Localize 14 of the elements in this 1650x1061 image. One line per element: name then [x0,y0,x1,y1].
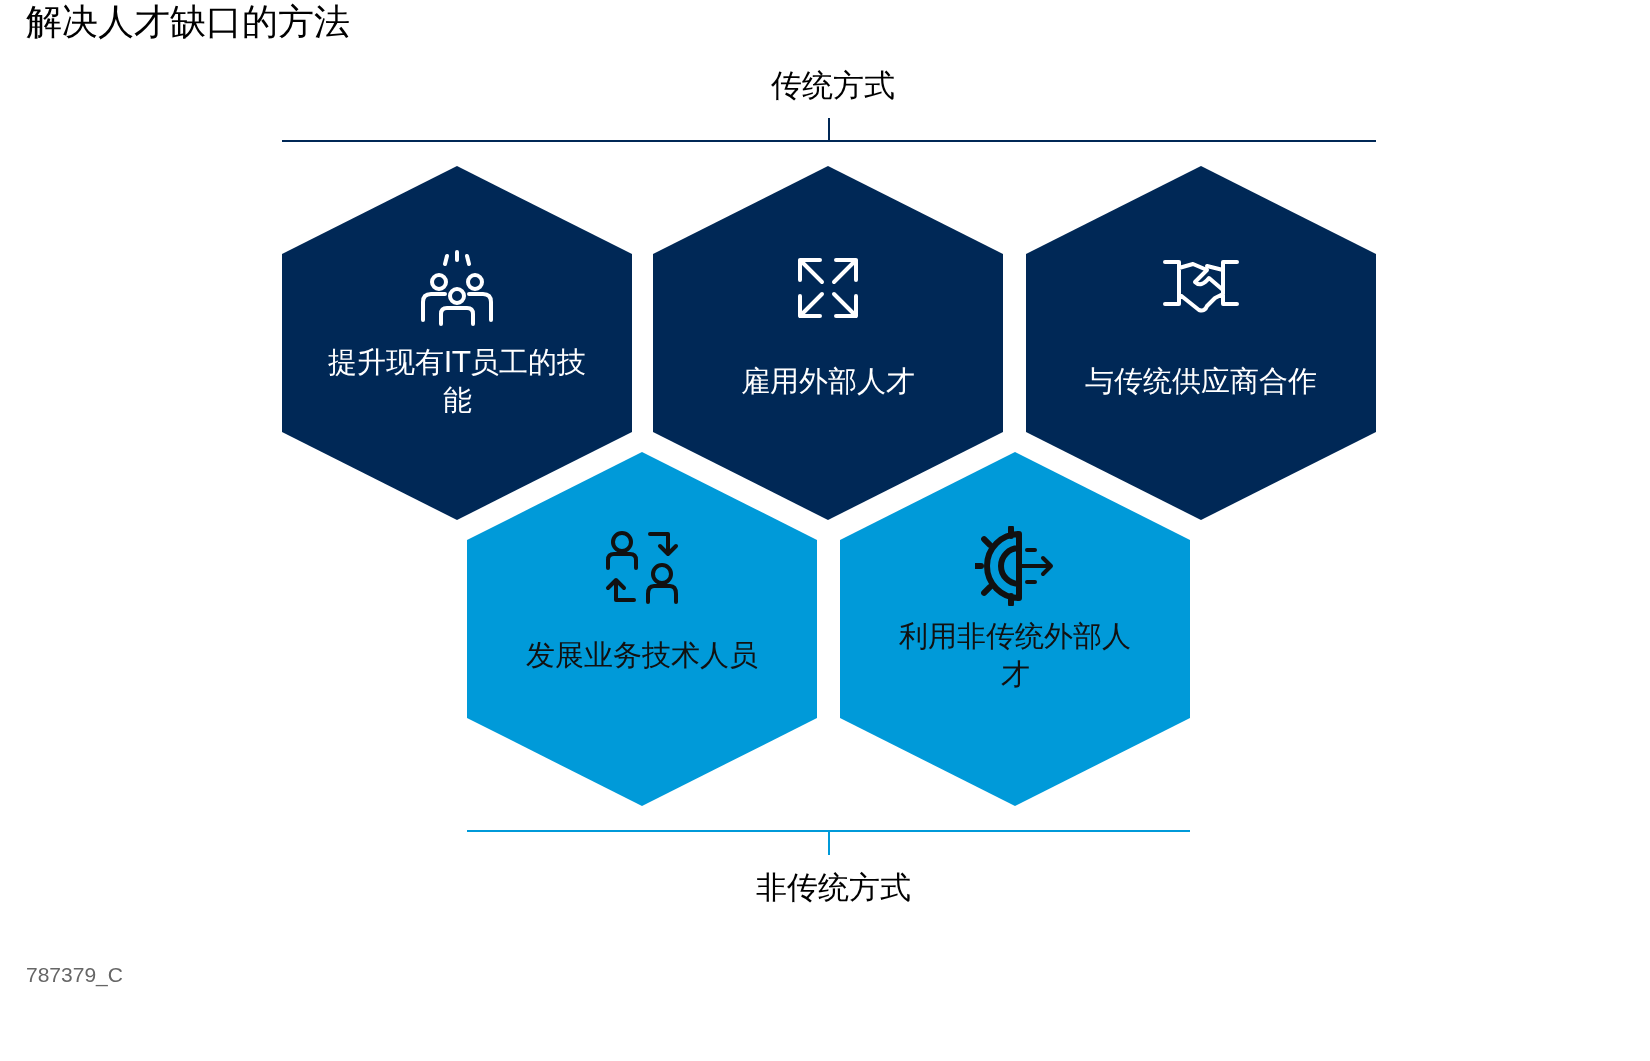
hexagon [840,452,1190,806]
hexagon-label: 雇用外部人才 [741,363,915,400]
hexagon-label: 与传统供应商合作 [1085,363,1317,400]
hexagon-label: 提升现有IT员工的技能 [327,344,587,419]
group-label: 传统方式 [770,66,896,105]
hexagon [467,452,817,806]
document-code: 787379_C [26,962,124,989]
hexagon [282,166,632,520]
title: 解决人才缺口的方法 [26,0,350,44]
hexagon-label: 利用非传统外部人才 [898,618,1132,693]
group-label: 非传统方式 [754,868,912,907]
hexagon [1026,166,1376,520]
hexagon [653,166,1003,520]
hexagon-label: 发展业务技术人员 [526,637,758,674]
